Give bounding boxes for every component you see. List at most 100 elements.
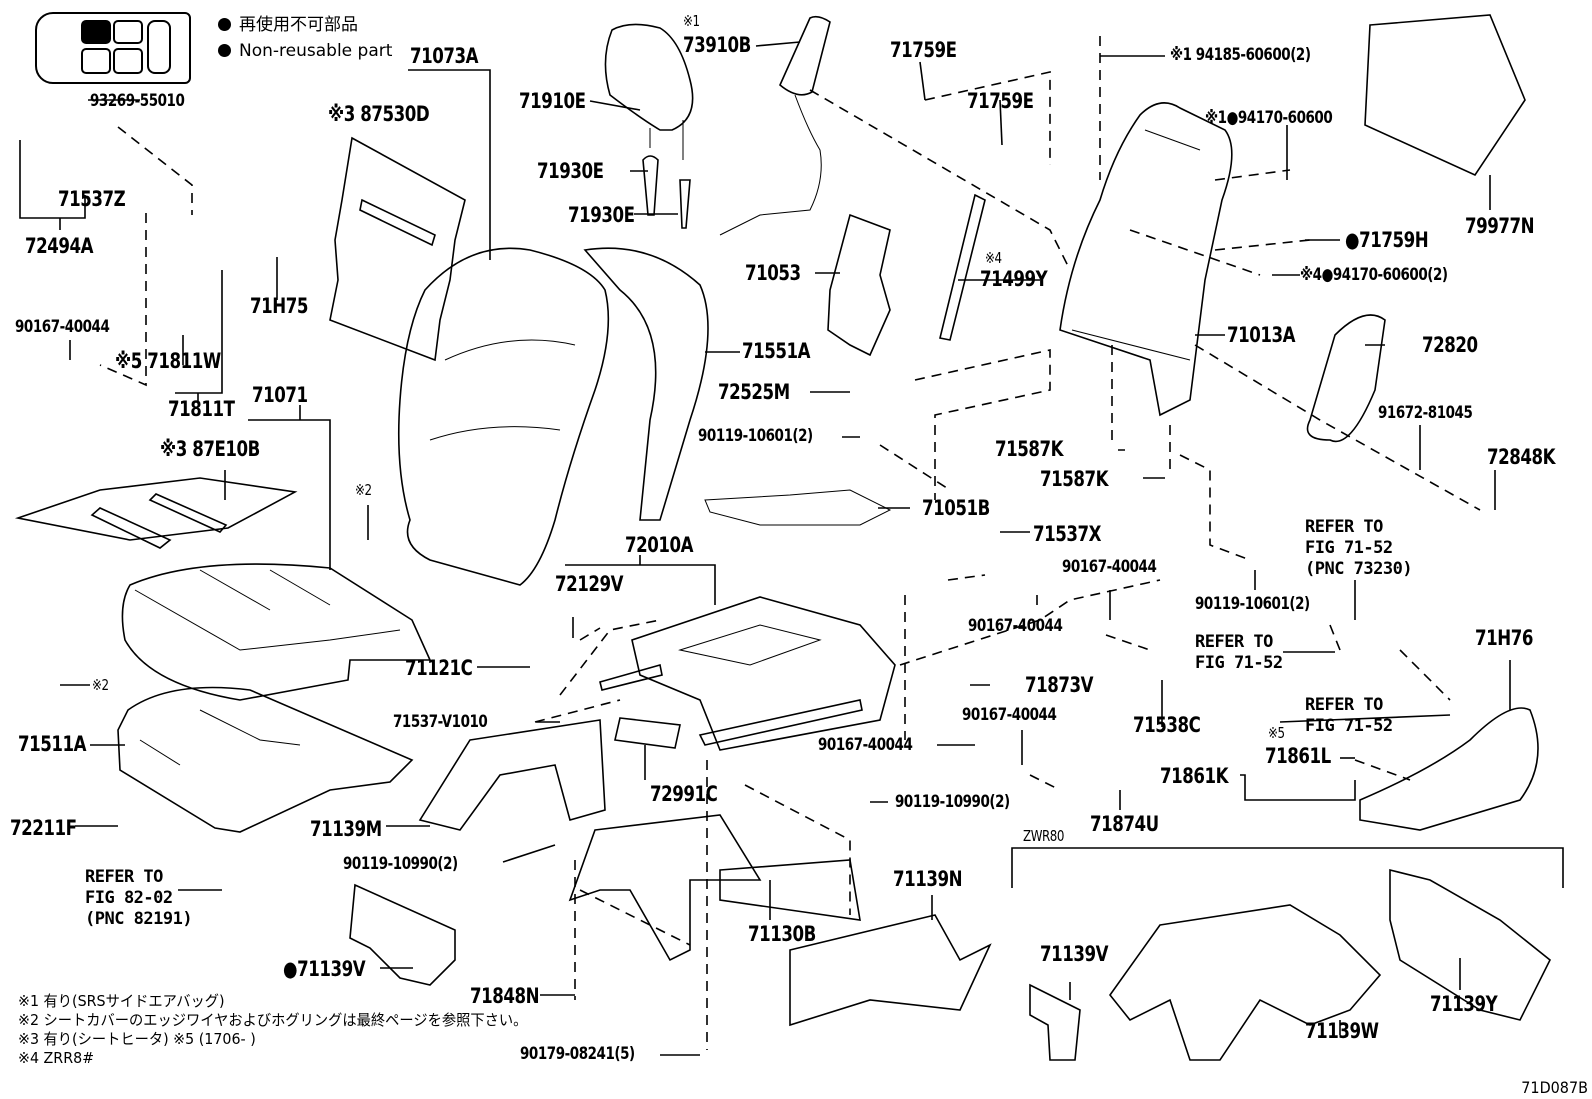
part-label-71910e[interactable]: 71910E bbox=[519, 89, 586, 113]
part-label-90167-40044-d[interactable]: 90167-40044 bbox=[962, 705, 1057, 725]
seat-spring-drawing bbox=[704, 489, 892, 526]
part-label-91672-81045[interactable]: 91672-81045 bbox=[1378, 403, 1473, 423]
footnote-4: ※4 ZRR8# bbox=[18, 1049, 95, 1067]
side-cushion-drawing bbox=[1364, 14, 1526, 177]
side-shield-drawing bbox=[1359, 707, 1539, 831]
part-label-90119-10990-b[interactable]: 90119-10990(2) bbox=[343, 854, 458, 874]
part-label-90119-10601-b[interactable]: 90119-10601(2) bbox=[1195, 594, 1310, 614]
part-label-72494a[interactable]: 72494A bbox=[25, 234, 94, 258]
part-label-90119-10990-a[interactable]: 90119-10990(2) bbox=[895, 792, 1010, 812]
part-label-71861l[interactable]: 71861L bbox=[1265, 744, 1331, 768]
part-label-72848k[interactable]: 72848K bbox=[1487, 445, 1556, 469]
part-label-71537-v1010[interactable]: 71537-V1010 bbox=[393, 712, 488, 732]
part-label-79977n[interactable]: 79977N bbox=[1465, 214, 1535, 238]
part-label-71587k-2[interactable]: 71587K bbox=[1040, 467, 1109, 491]
part-label-90179-08241[interactable]: 90179-08241(5) bbox=[520, 1044, 635, 1064]
part-label-72211f[interactable]: 72211F bbox=[10, 816, 77, 840]
section-icon bbox=[113, 48, 143, 74]
seatback-frame-drawing bbox=[1059, 102, 1233, 417]
part-label-71139m[interactable]: 71139M bbox=[310, 817, 382, 841]
refer-to-fig-71-52-a[interactable]: REFER TO FIG 71-52 bbox=[1195, 632, 1283, 673]
seatback-heater-drawing bbox=[329, 136, 466, 362]
part-label-72129v[interactable]: 72129V bbox=[555, 572, 624, 596]
part-label-71139v-zwr80[interactable]: 71139V bbox=[1040, 942, 1109, 966]
part-label-71139v[interactable]: ●71139V bbox=[283, 957, 366, 981]
figure-code: 71D087B bbox=[1521, 1078, 1588, 1097]
zwr80-bracket bbox=[1011, 847, 1564, 888]
section-icon bbox=[113, 20, 143, 44]
selected-section-icon bbox=[81, 20, 111, 44]
part-label-93269-55010[interactable]: 93269-55010 bbox=[90, 91, 185, 111]
part-label-71811t[interactable]: 71811T bbox=[168, 397, 235, 421]
non-reusable-dot-icon bbox=[218, 44, 231, 57]
note-marker-5: ※5 bbox=[1268, 724, 1285, 742]
zwr80-frame-drawing bbox=[1108, 904, 1382, 1061]
part-label-71130b[interactable]: 71130B bbox=[748, 922, 816, 946]
part-label-71053[interactable]: 71053 bbox=[745, 261, 801, 285]
part-label-71930e-1[interactable]: 71930E bbox=[537, 159, 604, 183]
part-label-87530d[interactable]: ※3 87530D bbox=[328, 102, 430, 126]
part-label-87e10b[interactable]: ※3 87E10B bbox=[160, 437, 260, 461]
part-label-71073a[interactable]: 71073A bbox=[410, 44, 479, 68]
part-label-90167-40044-c[interactable]: 90167-40044 bbox=[968, 616, 1063, 636]
headrest-guide-drawing bbox=[642, 155, 691, 229]
part-label-71h75[interactable]: 71H75 bbox=[250, 294, 308, 318]
seat-track-drawing bbox=[599, 663, 863, 746]
part-label-72525m[interactable]: 72525M bbox=[718, 380, 790, 404]
part-label-90167-40044-a[interactable]: 90167-40044 bbox=[15, 317, 110, 337]
part-label-94170-60600[interactable]: ※1●94170-60600 bbox=[1205, 108, 1333, 128]
part-label-71h76[interactable]: 71H76 bbox=[1475, 626, 1533, 650]
part-label-71873v[interactable]: 71873V bbox=[1025, 673, 1094, 697]
part-label-71511a[interactable]: 71511A bbox=[18, 732, 87, 756]
lumbar-support-drawing bbox=[827, 213, 891, 357]
refer-to-fig-71-52-pnc-73230[interactable]: REFER TO FIG 71-52 (PNC 73230) bbox=[1305, 517, 1413, 579]
part-label-71121c[interactable]: 71121C bbox=[405, 656, 473, 680]
part-label-71139n[interactable]: 71139N bbox=[893, 867, 963, 891]
part-label-71759e[interactable]: 71759E bbox=[967, 89, 1034, 113]
part-label-71930e-2[interactable]: 71930E bbox=[568, 203, 635, 227]
note-marker-2-upper: ※2 bbox=[355, 481, 372, 499]
part-label-71538c[interactable]: 71538C bbox=[1133, 713, 1201, 737]
part-label-72991c[interactable]: 72991C bbox=[650, 782, 718, 806]
seat-leg-drawing bbox=[568, 814, 762, 962]
part-label-72010a[interactable]: 72010A bbox=[625, 533, 694, 557]
part-label-90167-40044-b[interactable]: 90167-40044 bbox=[1062, 557, 1157, 577]
part-label-71537x[interactable]: 71537X bbox=[1033, 522, 1102, 546]
note-marker-1: ※1 bbox=[683, 12, 700, 30]
part-label-71848n[interactable]: 71848N bbox=[470, 984, 540, 1008]
part-label-90167-40044-e[interactable]: 90167-40044 bbox=[818, 735, 913, 755]
part-label-71499y[interactable]: 71499Y bbox=[980, 267, 1048, 291]
footnote-3: ※3 有り(シートヒータ) ※5 (1706- ) bbox=[18, 1030, 256, 1048]
part-label-71051b[interactable]: 71051B bbox=[922, 496, 990, 520]
footnote-1: ※1 有り(SRSサイドエアバッグ) bbox=[18, 992, 225, 1010]
refer-to-fig-71-52-b[interactable]: REFER TO FIG 71-52 bbox=[1305, 695, 1393, 736]
part-label-71551a[interactable]: 71551A bbox=[742, 339, 811, 363]
part-label-94185-60600[interactable]: ※1 94185-60600(2) bbox=[1170, 45, 1311, 65]
part-label-90119-10601-a[interactable]: 90119-10601(2) bbox=[698, 426, 813, 446]
part-label-71139y[interactable]: 71139Y bbox=[1430, 992, 1498, 1016]
part-label-73910b[interactable]: 73910B bbox=[683, 33, 751, 57]
part-label-94170-60600-2[interactable]: ※4●94170-60600(2) bbox=[1300, 265, 1448, 285]
section-icon bbox=[147, 20, 171, 74]
legend-item-en: Non-reusable part bbox=[218, 40, 392, 62]
part-label-71587k-1[interactable]: 71587K bbox=[995, 437, 1064, 461]
part-label-71013a[interactable]: 71013A bbox=[1227, 323, 1296, 347]
footnote-2: ※2 シートカバーのエッジワイヤおよびホグリングは最終ページを参照下さい。 bbox=[18, 1011, 528, 1029]
section-icon bbox=[81, 48, 111, 74]
part-label-71537z[interactable]: 71537Z bbox=[58, 187, 126, 211]
recliner-rod-drawing bbox=[939, 193, 986, 341]
part-label-71759h[interactable]: ●71759H bbox=[1345, 228, 1429, 252]
part-label-71139w[interactable]: 71139W bbox=[1305, 1019, 1379, 1043]
part-label-71874u[interactable]: 71874U bbox=[1090, 812, 1159, 836]
refer-to-fig-82-02-pnc-82191[interactable]: REFER TO FIG 82-02 (PNC 82191) bbox=[85, 867, 193, 929]
seat-cushion-cover-drawing bbox=[121, 563, 432, 701]
part-label-71811w[interactable]: ※5 71811W bbox=[115, 349, 221, 373]
non-reusable-dot-icon bbox=[218, 18, 231, 31]
part-label-71861k[interactable]: 71861K bbox=[1160, 764, 1229, 788]
part-label-71759e-top[interactable]: 71759E bbox=[890, 38, 957, 62]
part-label-71071[interactable]: 71071 bbox=[252, 383, 308, 407]
seat-frame-lower-drawing bbox=[719, 859, 861, 921]
part-label-72820[interactable]: 72820 bbox=[1422, 333, 1478, 357]
